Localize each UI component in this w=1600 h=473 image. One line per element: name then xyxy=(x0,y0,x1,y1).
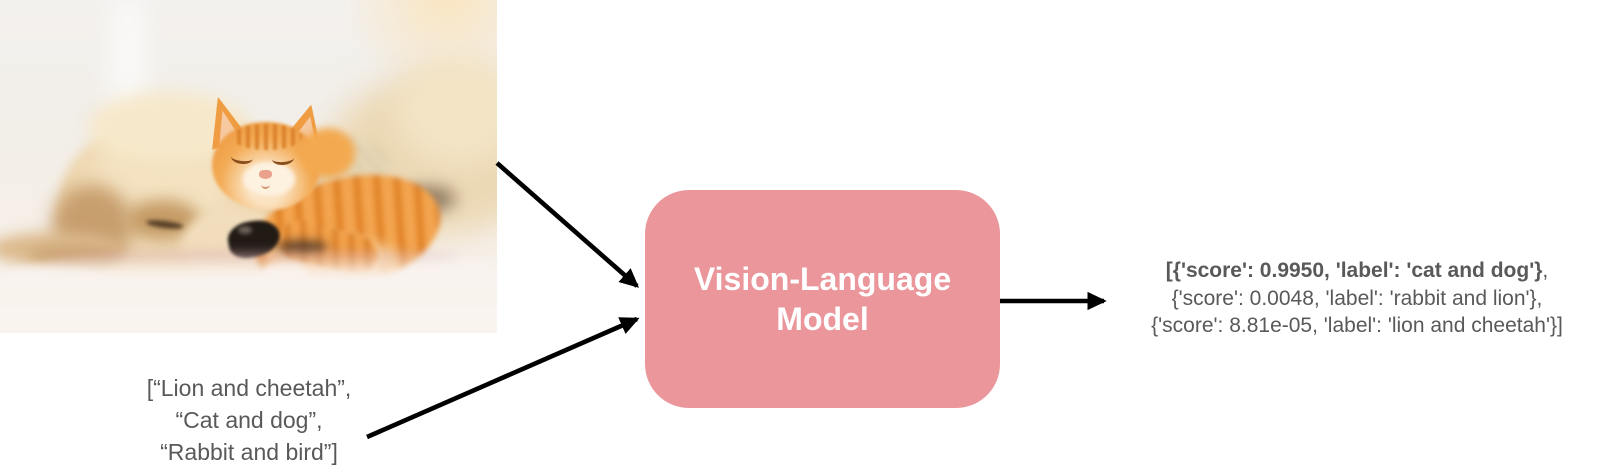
output-line2: {'score': 0.0048, 'label': 'rabbit and l… xyxy=(1171,286,1543,310)
model-label: Vision-Language Model xyxy=(694,259,951,339)
puppy-nose-highlight xyxy=(238,226,252,234)
output-result-text: [{'score': 0.9950, 'label': 'cat and dog… xyxy=(1107,257,1600,340)
candidate-labels-text: [“Lion and cheetah”, “Cat and dog”, “Rab… xyxy=(74,372,424,468)
kitten-mouth-shape xyxy=(261,180,270,189)
puppy-back-shape xyxy=(395,55,497,165)
model-label-line2: Model xyxy=(776,301,869,337)
candidate-labels-line3: “Rabbit and bird”] xyxy=(160,439,338,465)
kitten-muzzle-shape xyxy=(243,162,295,196)
candidate-labels-line1: [“Lion and cheetah”, xyxy=(146,375,352,401)
candidate-labels-line2: “Cat and dog”, xyxy=(175,407,323,433)
model-label-line1: Vision-Language xyxy=(693,261,952,297)
output-line3: {'score': 8.81e-05, 'label': 'lion and c… xyxy=(1151,314,1563,337)
arrow-image-to-model xyxy=(495,161,640,288)
output-line1: [{'score': 0.9950, 'label': 'cat and dog… xyxy=(1107,257,1600,285)
kitten-cheek-shape xyxy=(300,128,355,178)
output-line1-tail: , xyxy=(1542,259,1549,282)
kitten-forehead-stripes xyxy=(232,124,302,150)
input-image xyxy=(0,0,497,333)
white-blanket-shape xyxy=(0,250,497,333)
blanket-pink-tint xyxy=(40,250,460,262)
model-box: Vision-Language Model xyxy=(645,190,1000,408)
output-line1-bold: [{'score': 0.9950, 'label': 'cat and dog… xyxy=(1165,259,1543,282)
kitten-nose-shape xyxy=(259,170,272,179)
